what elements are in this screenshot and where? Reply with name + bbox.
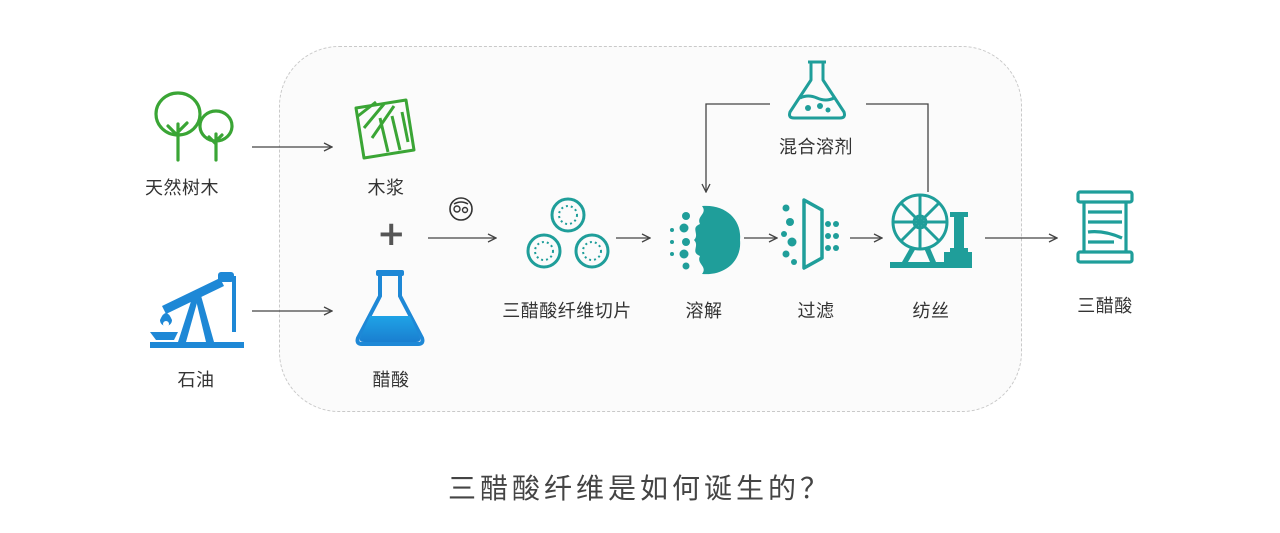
process-boundary-box	[279, 46, 1022, 412]
label-mixed-solvent: 混合溶剂	[779, 137, 853, 158]
dissolve-icon	[670, 205, 741, 275]
label-trees: 天然树木	[145, 178, 219, 199]
spinning-wheel-icon	[890, 193, 972, 268]
label-cta-chips: 三醋酸纤维切片	[502, 301, 632, 322]
label-filter: 过滤	[797, 301, 835, 322]
flask-icon	[355, 270, 425, 346]
label-pulp: 木浆	[367, 178, 405, 199]
oil-pump-icon	[150, 272, 244, 348]
tree-icon	[154, 91, 234, 162]
plus-sign: +	[377, 214, 406, 254]
label-dissolve: 溶解	[685, 301, 723, 322]
label-spinning: 纺丝	[912, 301, 950, 322]
filter-icon	[781, 198, 839, 270]
reaction-icon	[449, 197, 473, 221]
solvent-feed-line	[866, 103, 929, 192]
solvent-flask-icon	[788, 60, 846, 120]
page-title: 三醋酸纤维是如何诞生的？	[447, 472, 833, 505]
label-product: 三醋酸	[1077, 296, 1133, 317]
solvent-to-dissolve-arrow	[706, 103, 770, 192]
pulp-icon	[354, 98, 416, 160]
spool-icon	[1076, 190, 1134, 264]
label-acetic-acid: 醋酸	[372, 370, 410, 391]
label-oil: 石油	[177, 370, 215, 391]
chips-icon	[526, 197, 610, 269]
